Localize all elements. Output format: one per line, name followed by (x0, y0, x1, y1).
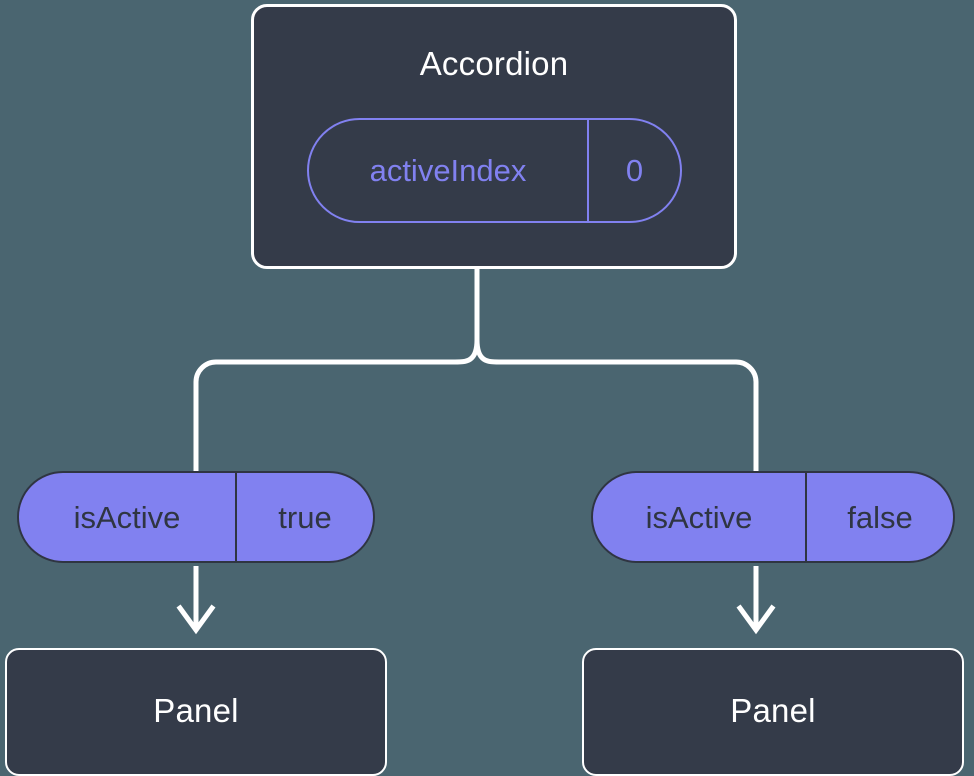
prop-badge-is-active-true[interactable]: isActive true (17, 471, 375, 563)
panel-node-left-title: Panel (153, 692, 239, 729)
arrow-right-head (736, 604, 776, 635)
prop-badge-key: isActive (19, 473, 237, 561)
accordion-node[interactable]: Accordion (251, 4, 737, 269)
state-badge-active-index[interactable]: activeIndex 0 (307, 118, 682, 223)
accordion-node-title: Accordion (419, 45, 569, 82)
prop-badge-value: true (278, 499, 332, 535)
panel-node-left[interactable]: Panel (5, 648, 387, 776)
arrow-left-head (176, 604, 216, 635)
prop-badge-value: false (847, 499, 913, 535)
prop-badge-is-active-false[interactable]: isActive false (591, 471, 955, 563)
state-badge-key: activeIndex (309, 120, 589, 221)
connector-split-right (474, 339, 759, 471)
connector-split-left (193, 339, 480, 471)
panel-node-right-title: Panel (730, 692, 816, 729)
prop-badge-key: isActive (593, 473, 807, 561)
panel-node-right[interactable]: Panel (582, 648, 964, 776)
state-badge-value: 0 (625, 153, 644, 188)
